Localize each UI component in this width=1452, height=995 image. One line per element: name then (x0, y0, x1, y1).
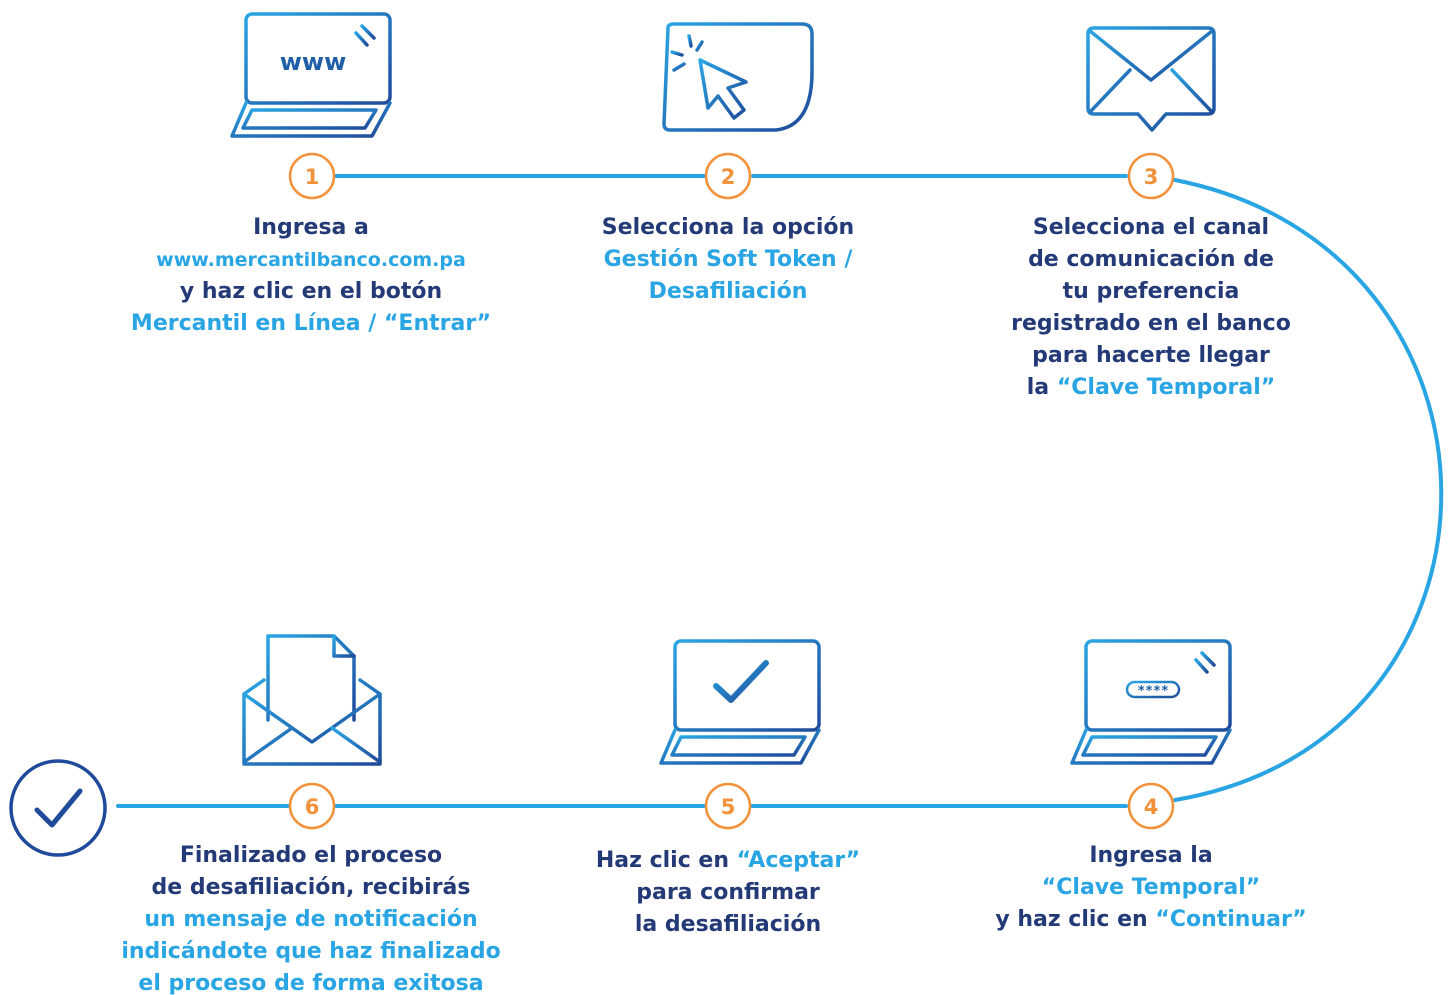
step-number-4-label: 4 (1144, 795, 1159, 819)
envelope-document-icon (242, 634, 382, 766)
connector-3-4-arc (1173, 178, 1444, 802)
step-1-url-link[interactable]: www.mercantilbanco.com.pa (156, 249, 466, 271)
step-3-description: Selecciona el canal de comunicación de t… (941, 212, 1361, 404)
step-6-line-4: indicándote que haz finalizado (121, 939, 501, 964)
step-5-line-1-highlight: “Aceptar” (736, 848, 861, 873)
step-4-line-3: y haz clic en “Continuar” (941, 904, 1361, 936)
step-4-line-3-prefix: y haz clic en (995, 907, 1156, 932)
cursor-click-icon (662, 22, 814, 132)
step-number-2: 2 (704, 152, 752, 200)
step-4-line-2: “Clave Temporal” (1041, 875, 1261, 900)
laptop-check-icon (659, 639, 821, 765)
step-6-line-3: un mensaje de notificación (144, 907, 478, 932)
step-number-4: 4 (1127, 782, 1175, 830)
step-3-line-6: la “Clave Temporal” (941, 372, 1361, 404)
step-5-description: Haz clic en “Aceptar” para confirmar la … (518, 845, 938, 941)
step-6-line-5: el proceso de forma exitosa (138, 971, 484, 995)
step-number-1-label: 1 (305, 165, 320, 189)
laptop-www-icon: www (230, 12, 392, 138)
step-6-line-2: de desafiliación, recibirás (151, 875, 471, 900)
step-4-line-3-highlight: “Continuar” (1155, 907, 1307, 932)
step-5-line-1-prefix: Haz clic en (595, 848, 737, 873)
step-number-6: 6 (288, 782, 336, 830)
step-5-line-3: la desafiliación (634, 912, 822, 937)
step-3-line-1: Selecciona el canal (1032, 215, 1270, 240)
www-label: www (280, 48, 347, 76)
step-3-line-4: registrado en el banco (1011, 311, 1291, 336)
step-number-6-label: 6 (305, 795, 320, 819)
step-3-line-6-highlight: “Clave Temporal” (1056, 375, 1276, 400)
step-1-description: Ingresa a www.mercantilbanco.com.pa y ha… (101, 212, 521, 340)
step-number-5: 5 (704, 782, 752, 830)
laptop-password-icon: **** (1070, 639, 1232, 765)
step-3-line-6-prefix: la (1026, 375, 1057, 400)
step-2-line-1: Selecciona la opción (601, 215, 855, 240)
step-5-line-2: para confirmar (636, 880, 820, 905)
step-3-line-3: tu preferencia (1062, 279, 1240, 304)
password-mask-label: **** (1137, 684, 1168, 699)
step-number-1: 1 (288, 152, 336, 200)
step-4-description: Ingresa la “Clave Temporal” y haz clic e… (941, 840, 1361, 936)
step-5-line-1: Haz clic en “Aceptar” (518, 845, 938, 877)
step-1-line-3: y haz clic en el botón (179, 279, 443, 304)
step-number-2-label: 2 (721, 165, 736, 189)
step-6-line-1: Finalizado el proceso (179, 843, 443, 868)
step-3-line-2: de comunicación de (1028, 247, 1274, 272)
envelope-message-icon (1086, 26, 1216, 132)
step-3-line-5: para hacerte llegar (1032, 343, 1270, 368)
check-circle-icon (9, 759, 107, 857)
step-6-description: Finalizado el proceso de desafiliación, … (101, 840, 521, 995)
connector-lines (116, 174, 1444, 808)
step-number-3-label: 3 (1144, 165, 1159, 189)
step-2-line-3: Desafiliación (648, 279, 808, 304)
step-number-3: 3 (1127, 152, 1175, 200)
step-number-5-label: 5 (721, 795, 736, 819)
step-2-line-2: Gestión Soft Token / (603, 247, 853, 272)
step-2-description: Selecciona la opción Gestión Soft Token … (518, 212, 938, 308)
step-4-line-1: Ingresa la (1089, 843, 1213, 868)
step-1-line-1: Ingresa a (253, 215, 369, 240)
step-1-line-4: Mercantil en Línea / “Entrar” (130, 311, 492, 336)
